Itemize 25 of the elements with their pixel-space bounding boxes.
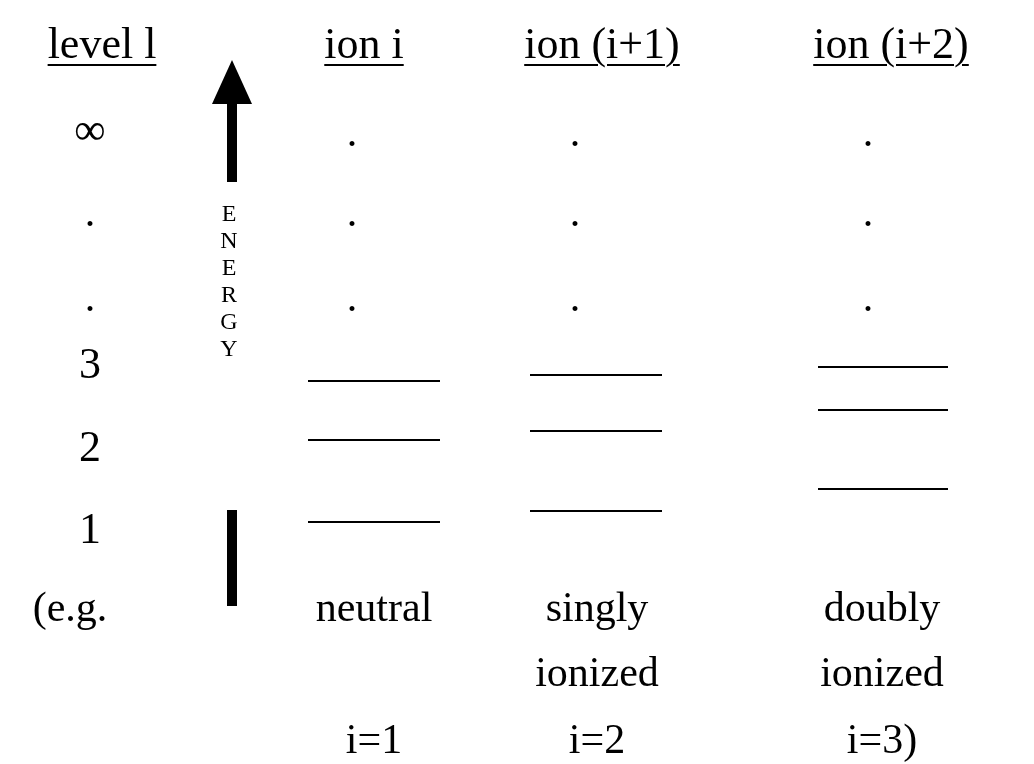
ellipsis-dot: . — [568, 188, 582, 237]
ion-stage-label: neutral — [314, 583, 434, 632]
column-heading: level l — [46, 18, 158, 70]
ellipsis-dot: . — [861, 188, 875, 237]
ion-index-label: i=1 — [344, 715, 404, 764]
level-number: 2 — [78, 421, 102, 473]
ellipsis-dot: . — [568, 273, 582, 322]
ellipsis-dot: . — [345, 188, 359, 237]
column-heading: ion i — [323, 18, 405, 70]
level-number: 3 — [78, 338, 102, 390]
axis-label: ENERGY — [217, 200, 241, 362]
ellipsis-dot: . — [83, 273, 97, 322]
ion-index-label: i=3) — [845, 715, 919, 764]
ion-index-label: i=2 — [567, 715, 627, 764]
note-text: (e.g. — [31, 583, 109, 632]
ellipsis-dot: . — [345, 273, 359, 322]
column-heading: ion (i+2) — [812, 18, 970, 70]
column-heading: ion (i+1) — [523, 18, 681, 70]
level-number: 1 — [78, 503, 102, 555]
ellipsis-dot: . — [861, 108, 875, 157]
ellipsis-dot: . — [83, 188, 97, 237]
infinity-symbol: ∞ — [73, 104, 107, 156]
ellipsis-dot: . — [861, 273, 875, 322]
ellipsis-dot: . — [568, 108, 582, 157]
ellipsis-dot: . — [345, 108, 359, 157]
